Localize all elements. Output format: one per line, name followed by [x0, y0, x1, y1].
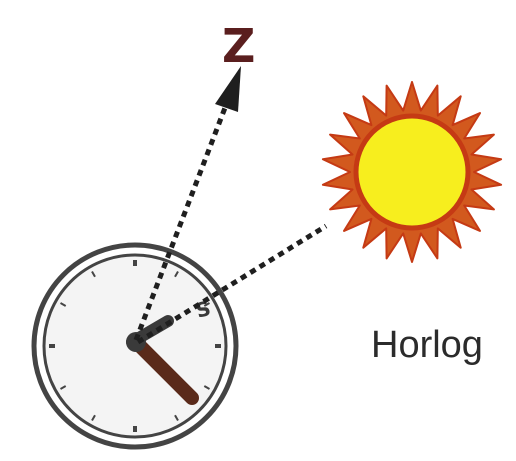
clock-icon: S — [34, 245, 236, 447]
caption-label: Horlog — [371, 324, 483, 366]
north-label: Z — [222, 19, 255, 73]
sun-icon — [323, 82, 501, 262]
sun-core — [365, 125, 459, 219]
